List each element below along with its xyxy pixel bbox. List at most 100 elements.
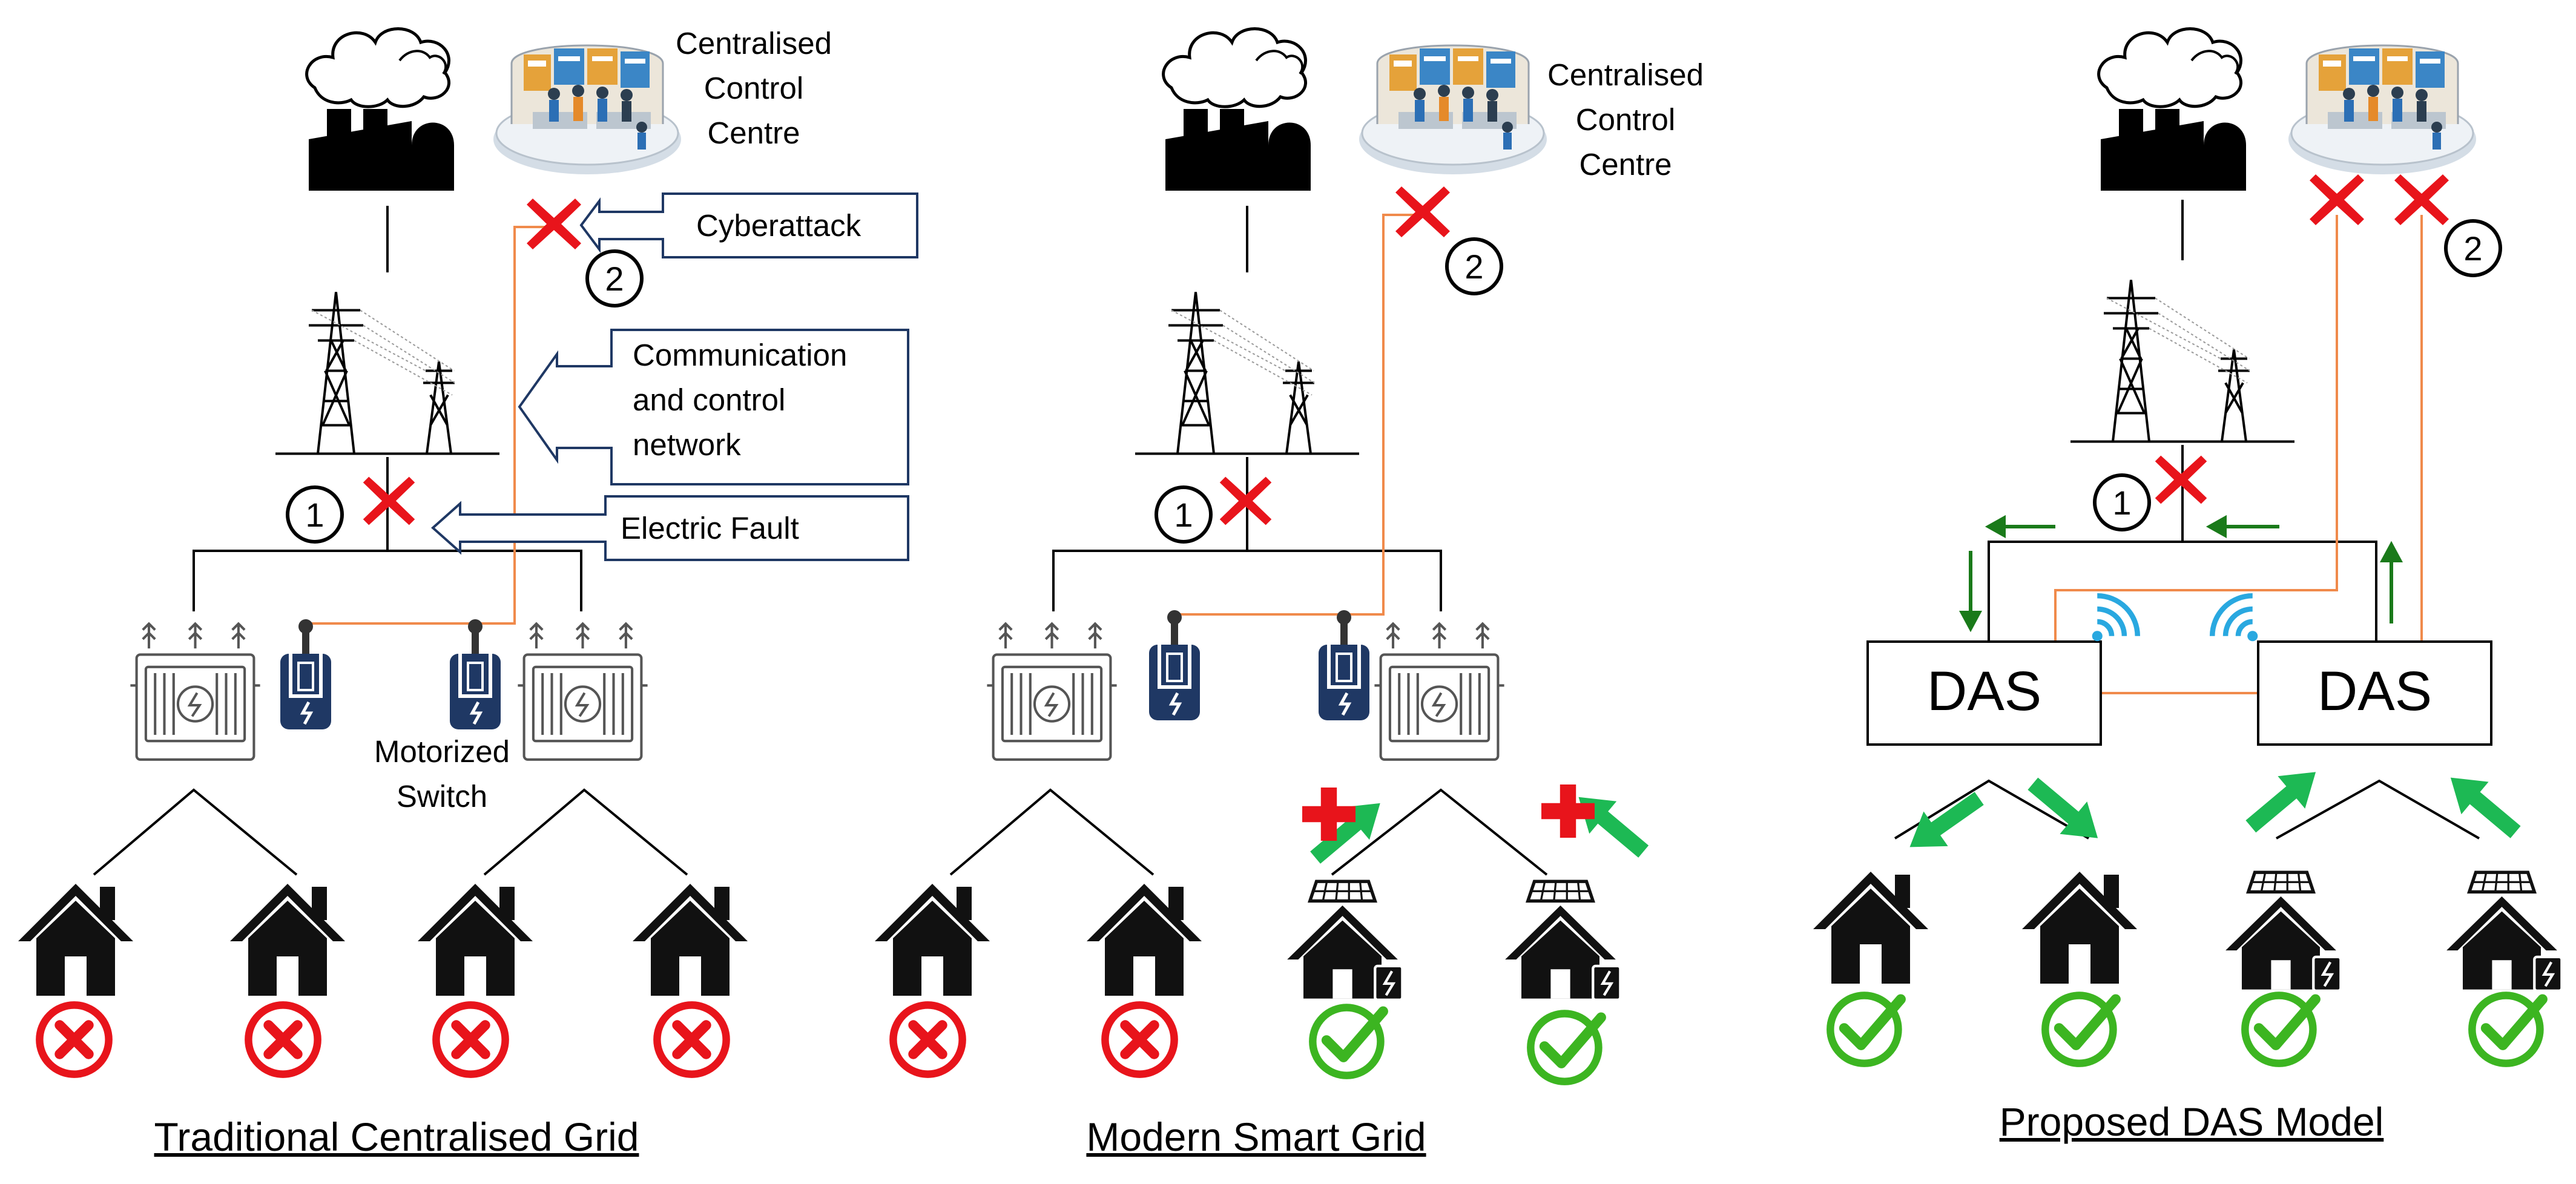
- control-centre-line: Centre: [1579, 147, 1672, 182]
- communication-line: network: [633, 427, 741, 462]
- transmission-tower-icon: [2070, 280, 2294, 442]
- cyberattack-x-icon: [527, 199, 581, 249]
- solar-house-icon: [2446, 872, 2561, 991]
- distribution-bus: [193, 550, 582, 611]
- fault-marker-label: 1: [1174, 496, 1193, 534]
- das-label: DAS: [2317, 660, 2433, 722]
- control-room-icon: [1358, 44, 1548, 176]
- switch-label-line: Switch: [396, 779, 488, 814]
- house-icon: [18, 884, 133, 996]
- panel-smart-grid: 1 2: [875, 29, 1658, 1082]
- house-icon: [230, 884, 345, 996]
- das-box: [1866, 640, 2102, 746]
- fail-icon: [893, 1005, 962, 1074]
- das-label: DAS: [1926, 660, 2042, 722]
- flow-arrow-icon: [1897, 781, 1992, 865]
- check-icon: [1530, 1014, 1601, 1082]
- cyberattack-x-icon: [1395, 186, 1450, 237]
- transformer-icon: [518, 623, 647, 759]
- control-centre-line: Centralised: [676, 26, 832, 61]
- wifi-icon: [2092, 596, 2138, 641]
- fail-icon: [39, 1005, 108, 1074]
- flow-arrow-icon: [2237, 755, 2330, 843]
- attack-marker: [1445, 237, 1503, 295]
- switch-icon: [450, 619, 501, 729]
- flow-arrow-icon: [2019, 767, 2112, 855]
- switch-icon: [1319, 610, 1369, 720]
- house-icon: [2022, 872, 2137, 984]
- panel-traditional: 1 2: [18, 29, 918, 1074]
- fault-marker: [1155, 485, 1213, 544]
- fault-x-icon: [363, 476, 415, 525]
- control-centre-line: Centralised: [1547, 58, 1704, 92]
- branch-line: [93, 788, 298, 876]
- control-centre-line: Centre: [707, 116, 800, 150]
- flow-arrow-icon: [1302, 787, 1394, 874]
- fault-marker-label: 1: [2112, 484, 2131, 522]
- flow-arrow-icon: [1565, 781, 1658, 868]
- das-box: [2257, 640, 2492, 746]
- control-room-icon: [2287, 44, 2477, 176]
- switch-icon: [1149, 610, 1200, 720]
- switch-label-line: Motorized: [374, 734, 510, 769]
- distribution-bus: [1052, 550, 1442, 611]
- wifi-icon: [2212, 596, 2258, 641]
- electric-fault-callout: [430, 495, 909, 561]
- communication-callout: [518, 329, 909, 485]
- flow-arrow-icon: [2437, 761, 2529, 849]
- cyberattack-label: Cyberattack: [696, 208, 861, 243]
- house-icon: [1813, 872, 1928, 984]
- solar-house-icon: [2225, 872, 2340, 991]
- branch-line: [1331, 788, 1548, 876]
- fault-marker: [2093, 473, 2151, 531]
- switch-label: Motorized Switch: [363, 729, 521, 819]
- check-icon: [1830, 996, 1900, 1064]
- comm-line: [2054, 215, 2338, 642]
- fail-icon: [657, 1005, 726, 1074]
- solar-house-icon: [1287, 881, 1402, 1000]
- panel-title: Modern Smart Grid: [1086, 1114, 1426, 1159]
- panel-das-model: 1 2: [1813, 29, 2561, 1064]
- branch-line: [483, 788, 688, 876]
- house-icon: [633, 884, 748, 996]
- cyberattack-callout: [579, 192, 918, 258]
- house-icon: [1087, 884, 1202, 996]
- fault-marker: [286, 485, 344, 544]
- factory-icon: [1164, 29, 1311, 191]
- panel-title: Proposed DAS Model: [1999, 1099, 2384, 1144]
- check-icon: [2472, 996, 2542, 1064]
- branch-line: [949, 788, 1155, 876]
- branch-line: [2276, 779, 2480, 840]
- attack-marker: [2444, 219, 2502, 277]
- transformer-icon: [130, 623, 260, 759]
- control-centre-line: Control: [1575, 102, 1676, 137]
- transmission-tower-icon: [275, 292, 499, 454]
- attack-marker-label: 2: [2463, 229, 2482, 268]
- fail-icon: [436, 1005, 505, 1074]
- check-icon: [2045, 996, 2115, 1064]
- check-icon: [2245, 996, 2315, 1064]
- control-centre-label: Centralised Control Centre: [654, 21, 854, 156]
- fault-marker-label: 1: [305, 496, 324, 534]
- transformer-icon: [1374, 623, 1504, 759]
- control-centre-line: Control: [703, 71, 804, 105]
- electric-fault-label: Electric Fault: [621, 511, 799, 545]
- control-room-icon: [492, 44, 682, 176]
- communication-line: Communication: [633, 338, 848, 372]
- fault-x-icon: [1219, 476, 1272, 525]
- comm-line: [306, 226, 557, 625]
- solar-house-icon: [1505, 881, 1620, 1000]
- transmission-tower-icon: [1135, 292, 1359, 454]
- house-icon: [875, 884, 990, 996]
- attack-marker-label: 2: [1464, 248, 1483, 286]
- factory-icon: [2099, 29, 2246, 191]
- fail-icon: [1105, 1005, 1174, 1074]
- check-icon: [1313, 1008, 1383, 1076]
- distribution-bus: [1988, 541, 2377, 642]
- fault-x-icon: [2155, 455, 2207, 504]
- communication-line: and control: [633, 383, 786, 417]
- house-icon: [418, 884, 533, 996]
- panel-title: Traditional Centralised Grid: [154, 1114, 639, 1159]
